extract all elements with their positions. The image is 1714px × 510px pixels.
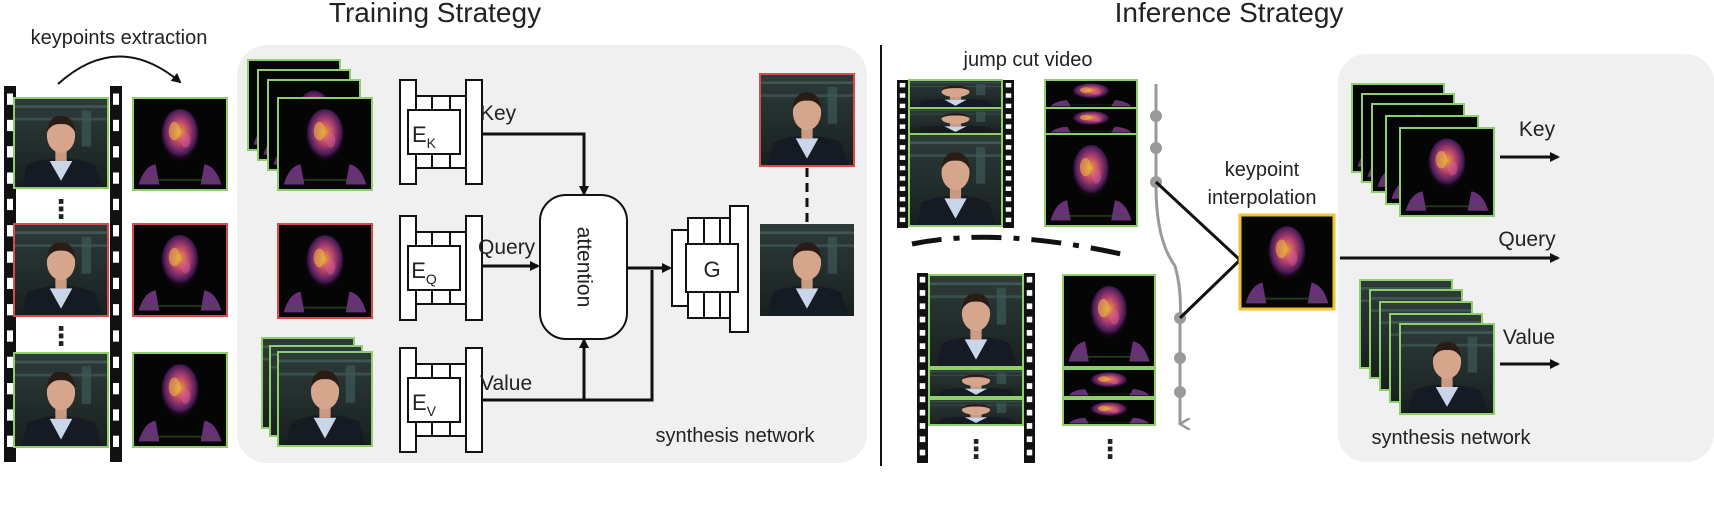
encoder-v-label: EV <box>412 390 437 419</box>
generator-g <box>671 205 749 333</box>
film-ellipsis-1: ⋮ <box>48 194 74 224</box>
film-frame-1 <box>13 97 109 189</box>
generated-image <box>760 224 854 316</box>
inference-title: Inference Strategy <box>1115 0 1344 28</box>
encoder-v <box>399 347 483 453</box>
query-arrow-label: Query <box>478 236 536 259</box>
generator-label: G <box>703 257 720 282</box>
inference-value-label: Value <box>1503 326 1555 349</box>
training-title: Training Strategy <box>329 0 541 28</box>
inference-key-stack <box>1351 83 1495 217</box>
value-arrow-label: Value <box>480 372 532 395</box>
value-image-stack <box>261 337 373 447</box>
interp-line-top <box>1154 180 1242 262</box>
film-ellipsis-2: ⋮ <box>48 321 74 351</box>
training-film-strip: ⋮ ⋮ <box>4 86 122 462</box>
mesh-frame-2 <box>132 223 228 317</box>
keypoints-extraction-label: keypoints extraction <box>31 27 208 49</box>
encoder-k <box>399 79 483 185</box>
mesh-column <box>132 97 228 448</box>
interp-line-bottom <box>1178 258 1242 320</box>
jumpcut-film-bottom: ⋮ <box>917 273 1035 464</box>
keypoint-interp-label-1: keypoint <box>1225 159 1300 181</box>
key-mesh-stack <box>247 59 373 191</box>
inference-value-stack <box>1359 279 1495 415</box>
keypoint-interp-label-2: interpolation <box>1208 187 1317 209</box>
inference-key-label: Key <box>1519 118 1556 141</box>
encoder-q <box>399 215 483 321</box>
jump-cut-line <box>911 234 1131 259</box>
training-network-label: synthesis network <box>656 425 816 447</box>
attention-label: attention <box>572 227 595 308</box>
interpolated-mesh <box>1238 213 1336 311</box>
timeline-axis <box>1154 84 1180 424</box>
mesh-frame-1 <box>132 97 228 191</box>
film-bottom-ellipsis: ⋮ <box>963 434 989 464</box>
mesh-bottom-ellipsis: ⋮ <box>1097 434 1123 464</box>
key-arrow <box>482 132 589 196</box>
value-skip-arrow <box>584 270 654 402</box>
jumpcut-film-top <box>897 79 1014 228</box>
encoder-q-label: EQ <box>411 258 437 287</box>
jumpcut-mesh-bottom: ⋮ <box>1062 274 1156 464</box>
extraction-arrow <box>57 55 182 85</box>
target-image <box>759 73 855 167</box>
film-frame-2 <box>13 223 109 317</box>
film-frame-3 <box>13 352 109 448</box>
key-arrow-label: Key <box>480 102 517 125</box>
inference-network-label: synthesis network <box>1372 427 1532 449</box>
jumpcut-mesh-top <box>1044 79 1138 227</box>
mesh-frame-3 <box>132 352 228 448</box>
query-mesh <box>277 223 373 319</box>
inference-query-label: Query <box>1498 228 1556 251</box>
encoder-k-label: EK <box>412 122 437 151</box>
jump-cut-video-label: jump cut video <box>963 49 1093 71</box>
